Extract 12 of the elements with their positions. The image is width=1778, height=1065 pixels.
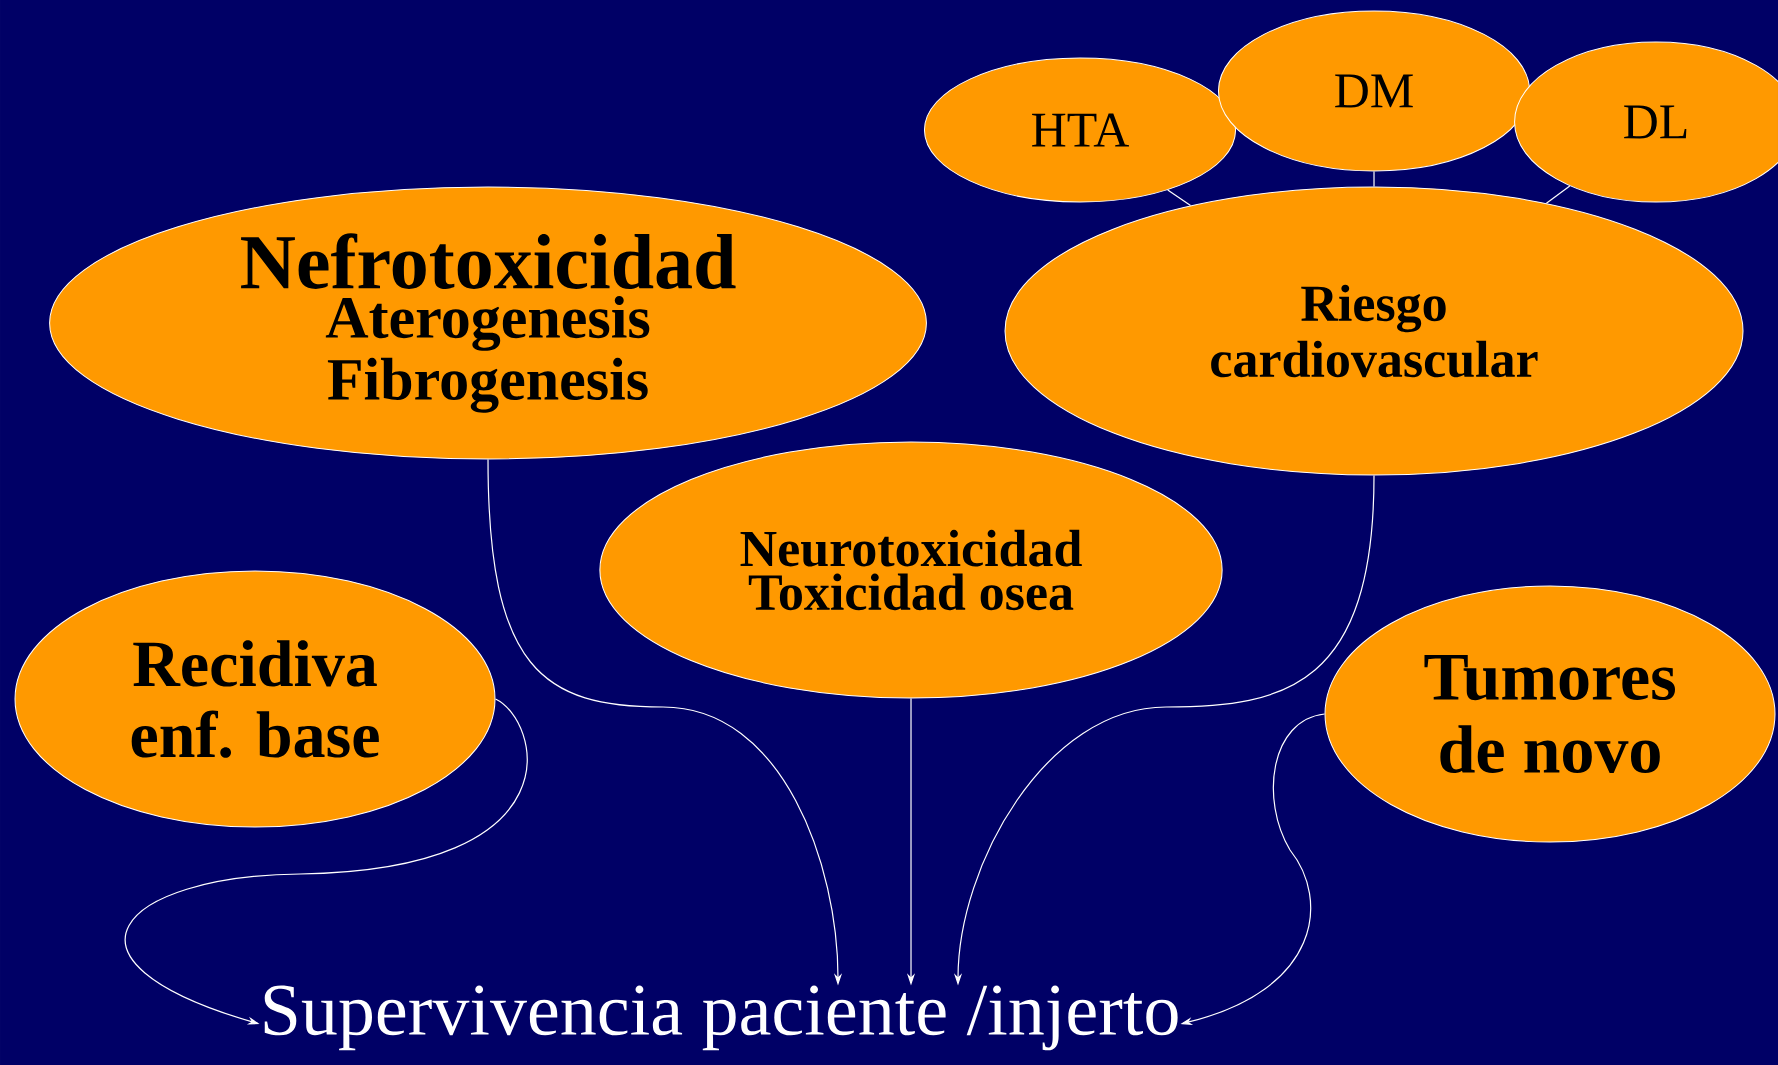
- ellipse-node: DM: [1217, 10, 1531, 172]
- ellipse-node: Nefrotoxicidad Aterogenesis Fibrogenesis: [49, 186, 927, 460]
- outcome-text: Supervivencia paciente /injerto: [264, 985, 1178, 1051]
- ellipse-node: Tumores de novo: [1324, 585, 1776, 843]
- arrow: [124, 698, 528, 1025]
- ellipse-node: Neurotoxicidad Toxicidad osea: [599, 441, 1223, 699]
- ellipse-node: Recidiva enf. base: [14, 570, 496, 828]
- ellipse-node: DL: [1514, 41, 1778, 203]
- connector-line: [1167, 189, 1192, 207]
- connector-line: [1545, 185, 1571, 204]
- ellipse-node: HTA: [923, 57, 1237, 203]
- connector-line: [1373, 170, 1375, 188]
